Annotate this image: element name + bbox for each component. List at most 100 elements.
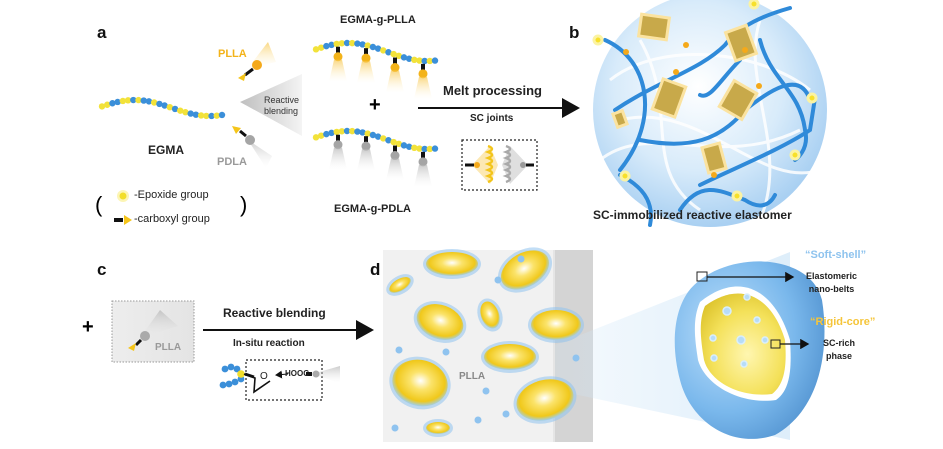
chain-bead bbox=[171, 105, 179, 113]
reactive-blending-arrow-label: Reactive blending bbox=[223, 306, 326, 320]
carboxyl-link bbox=[364, 136, 368, 143]
oxygen-atom-label: O bbox=[260, 371, 268, 382]
small-droplet bbox=[395, 346, 403, 354]
chain-bead bbox=[400, 142, 408, 149]
graft-cone bbox=[357, 61, 375, 84]
panel-label-d: d bbox=[370, 260, 381, 279]
chain-bead bbox=[374, 45, 382, 52]
chain-bead bbox=[140, 97, 147, 104]
plla-reactant-icon bbox=[238, 42, 276, 81]
small-droplet bbox=[517, 255, 525, 263]
hooc-label: HOOC bbox=[285, 369, 309, 378]
graft-cone bbox=[414, 164, 432, 187]
chain-bead bbox=[421, 145, 428, 153]
plla-reactant-box bbox=[111, 300, 195, 363]
chain-bead bbox=[374, 133, 382, 140]
chain-bead bbox=[421, 57, 428, 65]
chain-bead bbox=[405, 55, 413, 62]
epoxide-bead bbox=[197, 112, 205, 119]
small-droplet bbox=[494, 276, 502, 284]
chain-bead bbox=[369, 43, 377, 51]
dispersed-particle bbox=[480, 301, 500, 329]
chain-bead bbox=[192, 111, 200, 118]
epoxide-bead bbox=[124, 97, 132, 104]
epoxide-bead bbox=[312, 46, 320, 53]
chain-bead bbox=[405, 143, 413, 150]
epoxide-bead bbox=[166, 103, 174, 111]
graft-cone bbox=[329, 147, 347, 170]
epoxide-bead bbox=[380, 47, 387, 54]
dispersed-particle bbox=[531, 310, 581, 340]
legend-epoxide-label: -Epoxide group bbox=[134, 189, 209, 201]
in-situ-reaction-label: In-situ reaction bbox=[233, 338, 305, 349]
graft-head bbox=[361, 141, 371, 151]
sc-joints-inset bbox=[461, 139, 538, 191]
graft-cone bbox=[386, 158, 404, 181]
egma-g-pdla-chain bbox=[312, 127, 439, 187]
graft-head bbox=[418, 69, 428, 79]
epoxide-bead bbox=[338, 40, 346, 47]
rigid-core-label: “Rigid-core” bbox=[810, 316, 876, 328]
reactive-blending-label: Reactive blending bbox=[264, 95, 300, 116]
epoxide-bead bbox=[177, 107, 184, 114]
epoxide-bead bbox=[349, 127, 356, 135]
soft-shell-label: “Soft-shell” bbox=[805, 249, 867, 261]
egma-g-plla-label: EGMA-g-PLLA bbox=[340, 14, 416, 26]
chain-bead bbox=[130, 96, 137, 104]
graft-cone bbox=[357, 149, 375, 172]
plla-matrix-label: PLLA bbox=[459, 371, 486, 382]
chain-bead bbox=[161, 102, 168, 109]
epoxide-bead bbox=[182, 109, 189, 116]
panel-label-a: a bbox=[97, 23, 107, 42]
chain-bead bbox=[323, 42, 330, 50]
epoxide-bead bbox=[416, 57, 423, 64]
graft-head bbox=[361, 53, 371, 63]
elastomeric-nano-belts-label: Elastomeric nano-belts bbox=[806, 271, 858, 294]
egma-label: EGMA bbox=[148, 143, 184, 157]
chain-bead bbox=[354, 40, 361, 47]
dispersed-particle bbox=[389, 277, 411, 293]
dispersed-particle bbox=[416, 304, 464, 340]
carboxyl-link bbox=[421, 63, 425, 70]
epoxide-bead bbox=[390, 138, 397, 146]
epoxide-bead bbox=[395, 140, 402, 148]
graft-cone bbox=[386, 70, 404, 93]
chain-bead bbox=[145, 98, 153, 105]
legend-carboxyl-label: -carboxyl group bbox=[134, 213, 210, 225]
chain-bead bbox=[343, 127, 351, 135]
carboxyl-legend-icon bbox=[114, 215, 132, 225]
small-droplet bbox=[442, 348, 450, 356]
chain-bead bbox=[359, 41, 366, 48]
chain-bead bbox=[400, 54, 408, 61]
carboxyl-link bbox=[364, 48, 368, 55]
plla-label: PLLA bbox=[218, 48, 247, 60]
chain-bead bbox=[431, 145, 439, 152]
chain-bead bbox=[359, 129, 366, 136]
chain-bead bbox=[114, 98, 121, 106]
dispersed-phase bbox=[386, 247, 584, 437]
chain-bead bbox=[328, 41, 335, 49]
plla-box-label: PLLA bbox=[155, 342, 182, 353]
pdla-reactant-icon bbox=[232, 126, 272, 168]
epoxide-bead bbox=[426, 57, 434, 65]
epoxide-bead bbox=[395, 52, 402, 60]
chain-bead bbox=[328, 129, 335, 137]
egma-chain bbox=[98, 96, 226, 120]
small-droplet bbox=[502, 410, 510, 418]
chain-bead bbox=[218, 111, 226, 119]
in-situ-reaction-inset bbox=[219, 359, 340, 401]
epoxide-bead bbox=[317, 132, 325, 139]
epoxide-bead bbox=[426, 145, 434, 153]
small-droplet bbox=[474, 416, 482, 424]
small-droplet bbox=[391, 424, 399, 432]
dispersed-particle bbox=[500, 250, 550, 290]
epoxide-bead bbox=[333, 40, 340, 48]
epoxide-bead bbox=[150, 99, 158, 106]
epoxide-bead bbox=[411, 56, 418, 64]
graft-head bbox=[333, 140, 343, 150]
chain-bead bbox=[156, 100, 163, 108]
legend-open-paren: ( bbox=[95, 192, 103, 217]
chain-bead bbox=[354, 128, 361, 135]
epoxide-bead bbox=[349, 39, 356, 47]
